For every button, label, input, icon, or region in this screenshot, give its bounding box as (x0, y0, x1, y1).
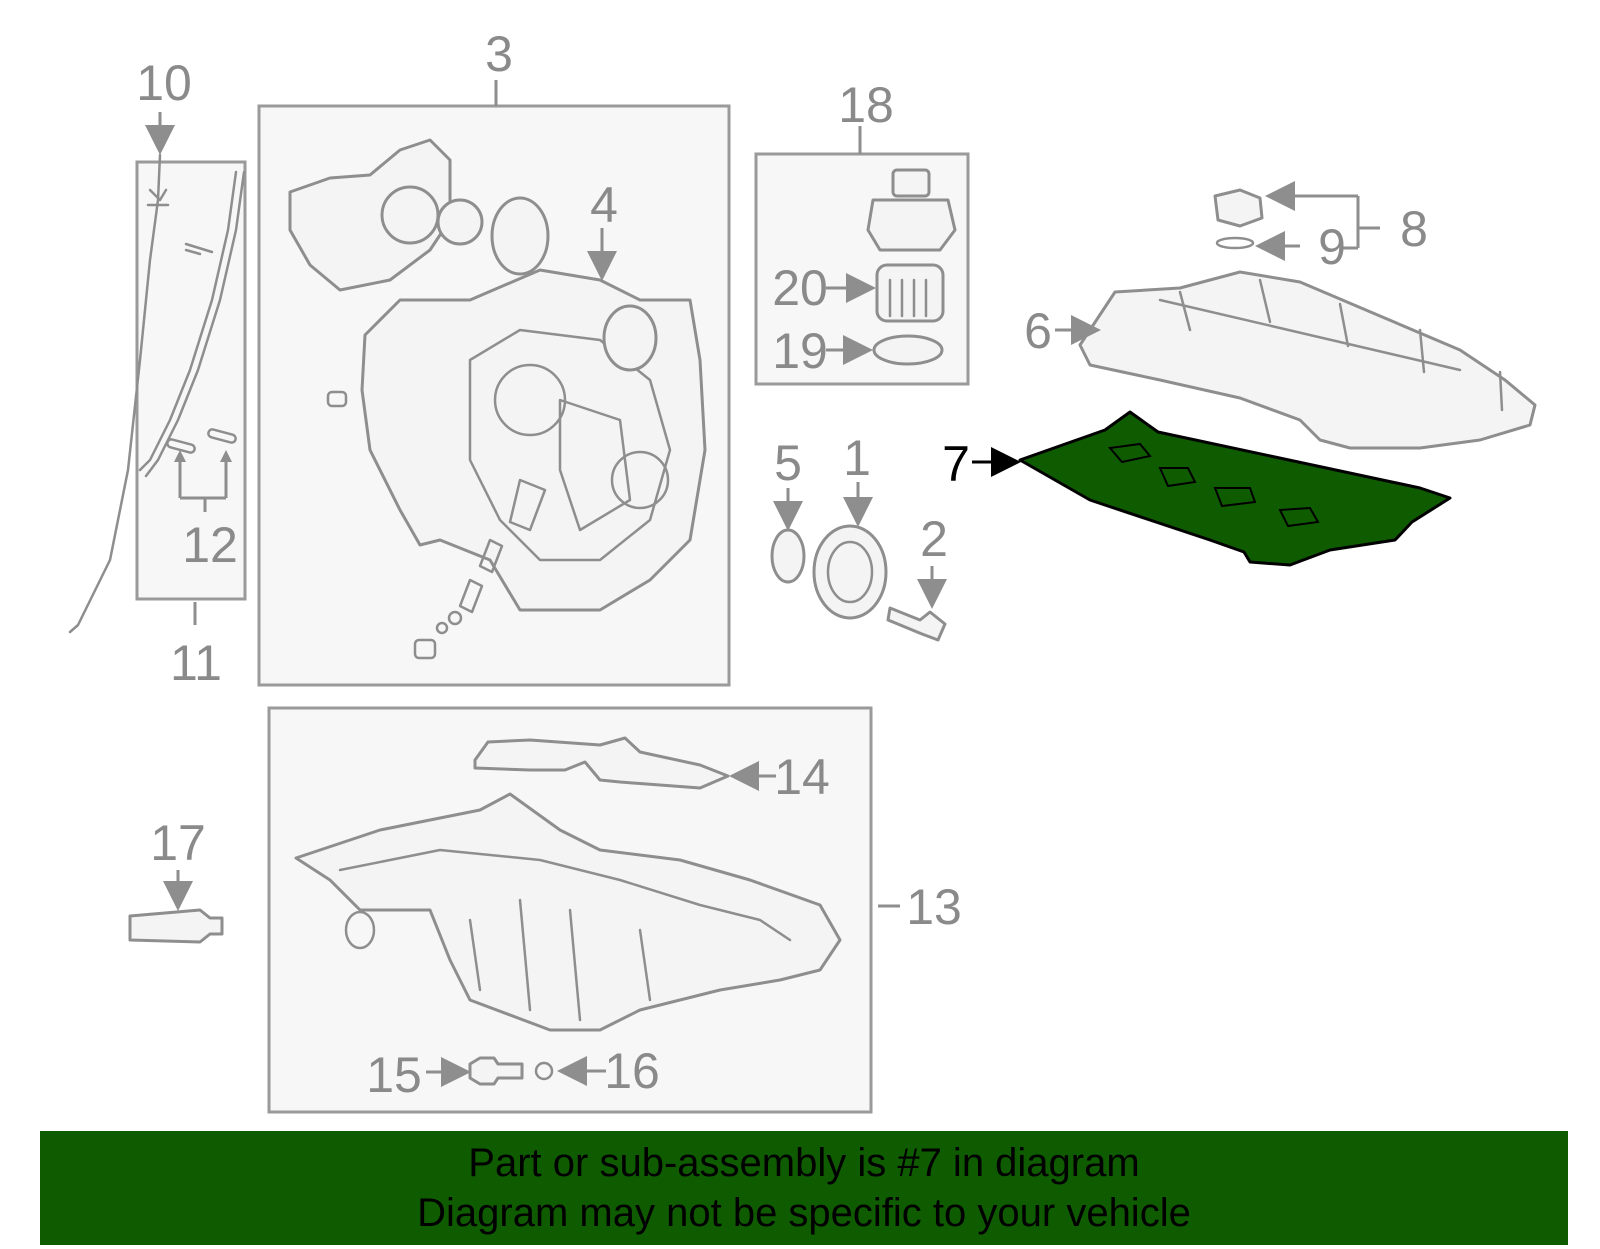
callout-14: 14 (774, 749, 830, 805)
sealant-tube-part (128, 908, 224, 944)
callout-6: 6 (1024, 303, 1052, 359)
callout-10: 10 (136, 55, 192, 111)
timing-cover-part (288, 138, 707, 660)
callout-3: 3 (485, 26, 513, 82)
info-banner-line-1: Part or sub-assembly is #7 in diagram (468, 1141, 1140, 1185)
dipstick-tube-part (138, 170, 246, 478)
dipstick-part (68, 153, 170, 634)
callout-5: 5 (774, 435, 802, 491)
drain-plug-part (468, 1056, 554, 1086)
callout-7: 7 (942, 436, 970, 492)
callout-19: 19 (772, 323, 828, 379)
valve-cover-gasket-part (1018, 410, 1452, 567)
valve-cover-part (1078, 270, 1537, 450)
oil-cap-part (1213, 188, 1264, 250)
callout-15: 15 (366, 1047, 422, 1103)
callout-20: 20 (772, 260, 828, 316)
callout-2: 2 (920, 511, 948, 567)
oil-filter-part (866, 168, 957, 366)
callout-12: 12 (182, 517, 238, 573)
crank-pulley-part (770, 524, 947, 642)
oil-pan-baffle-part (473, 736, 730, 790)
callout-4: 4 (590, 177, 618, 233)
leader-lines (145, 80, 1380, 1087)
callout-9: 9 (1318, 219, 1346, 275)
info-banner-line-2: Diagram may not be specific to your vehi… (417, 1191, 1191, 1235)
callout-1: 1 (843, 430, 871, 486)
info-banner: Part or sub-assembly is #7 in diagram Di… (40, 1131, 1568, 1245)
callout-18: 18 (838, 77, 894, 133)
callout-17: 17 (150, 815, 206, 871)
oil-pan-part (294, 792, 842, 1032)
callout-11: 11 (170, 635, 222, 691)
callout-16: 16 (604, 1043, 660, 1099)
callout-13: 13 (906, 879, 962, 935)
callout-8: 8 (1400, 201, 1428, 257)
